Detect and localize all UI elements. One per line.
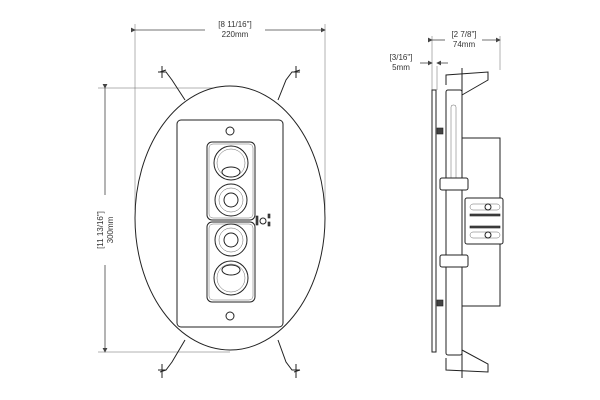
plate-edge xyxy=(431,89,437,353)
front-view: [8 11/16"] 220mm [11 13/16"] 300mm xyxy=(96,20,326,378)
height-dimension: [11 13/16"] 300mm xyxy=(96,84,230,353)
mounting-bracket-bottom xyxy=(158,339,301,378)
side-view: [2 7/8"] 74mm [3/16"] 5mm xyxy=(390,30,504,378)
adjustable-bracket xyxy=(439,177,504,268)
screw-hole-top xyxy=(225,126,235,136)
height-imperial: [11 13/16"] xyxy=(96,211,105,249)
depth-dimension: [2 7/8"] 74mm xyxy=(428,30,501,90)
flange-dimension: [3/16"] 5mm xyxy=(390,53,448,90)
flange-metric: 5mm xyxy=(392,63,410,72)
depth-metric: 74mm xyxy=(453,40,476,49)
width-dimension: [8 11/16"] 220mm xyxy=(131,20,326,210)
flange-imperial: [3/16"] xyxy=(390,53,413,62)
height-metric: 300mm xyxy=(106,216,115,243)
width-imperial: [8 11/16"] xyxy=(218,20,251,29)
connector-module-top xyxy=(206,141,256,221)
screw-hole-bottom xyxy=(225,311,235,321)
connector-module-bottom xyxy=(206,221,256,303)
indicator-led xyxy=(255,213,271,227)
wall-plate xyxy=(176,119,284,328)
mounting-bracket-top xyxy=(158,66,301,101)
depth-imperial: [2 7/8"] xyxy=(451,30,476,39)
width-metric: 220mm xyxy=(222,30,249,39)
frame-rail xyxy=(445,89,463,356)
